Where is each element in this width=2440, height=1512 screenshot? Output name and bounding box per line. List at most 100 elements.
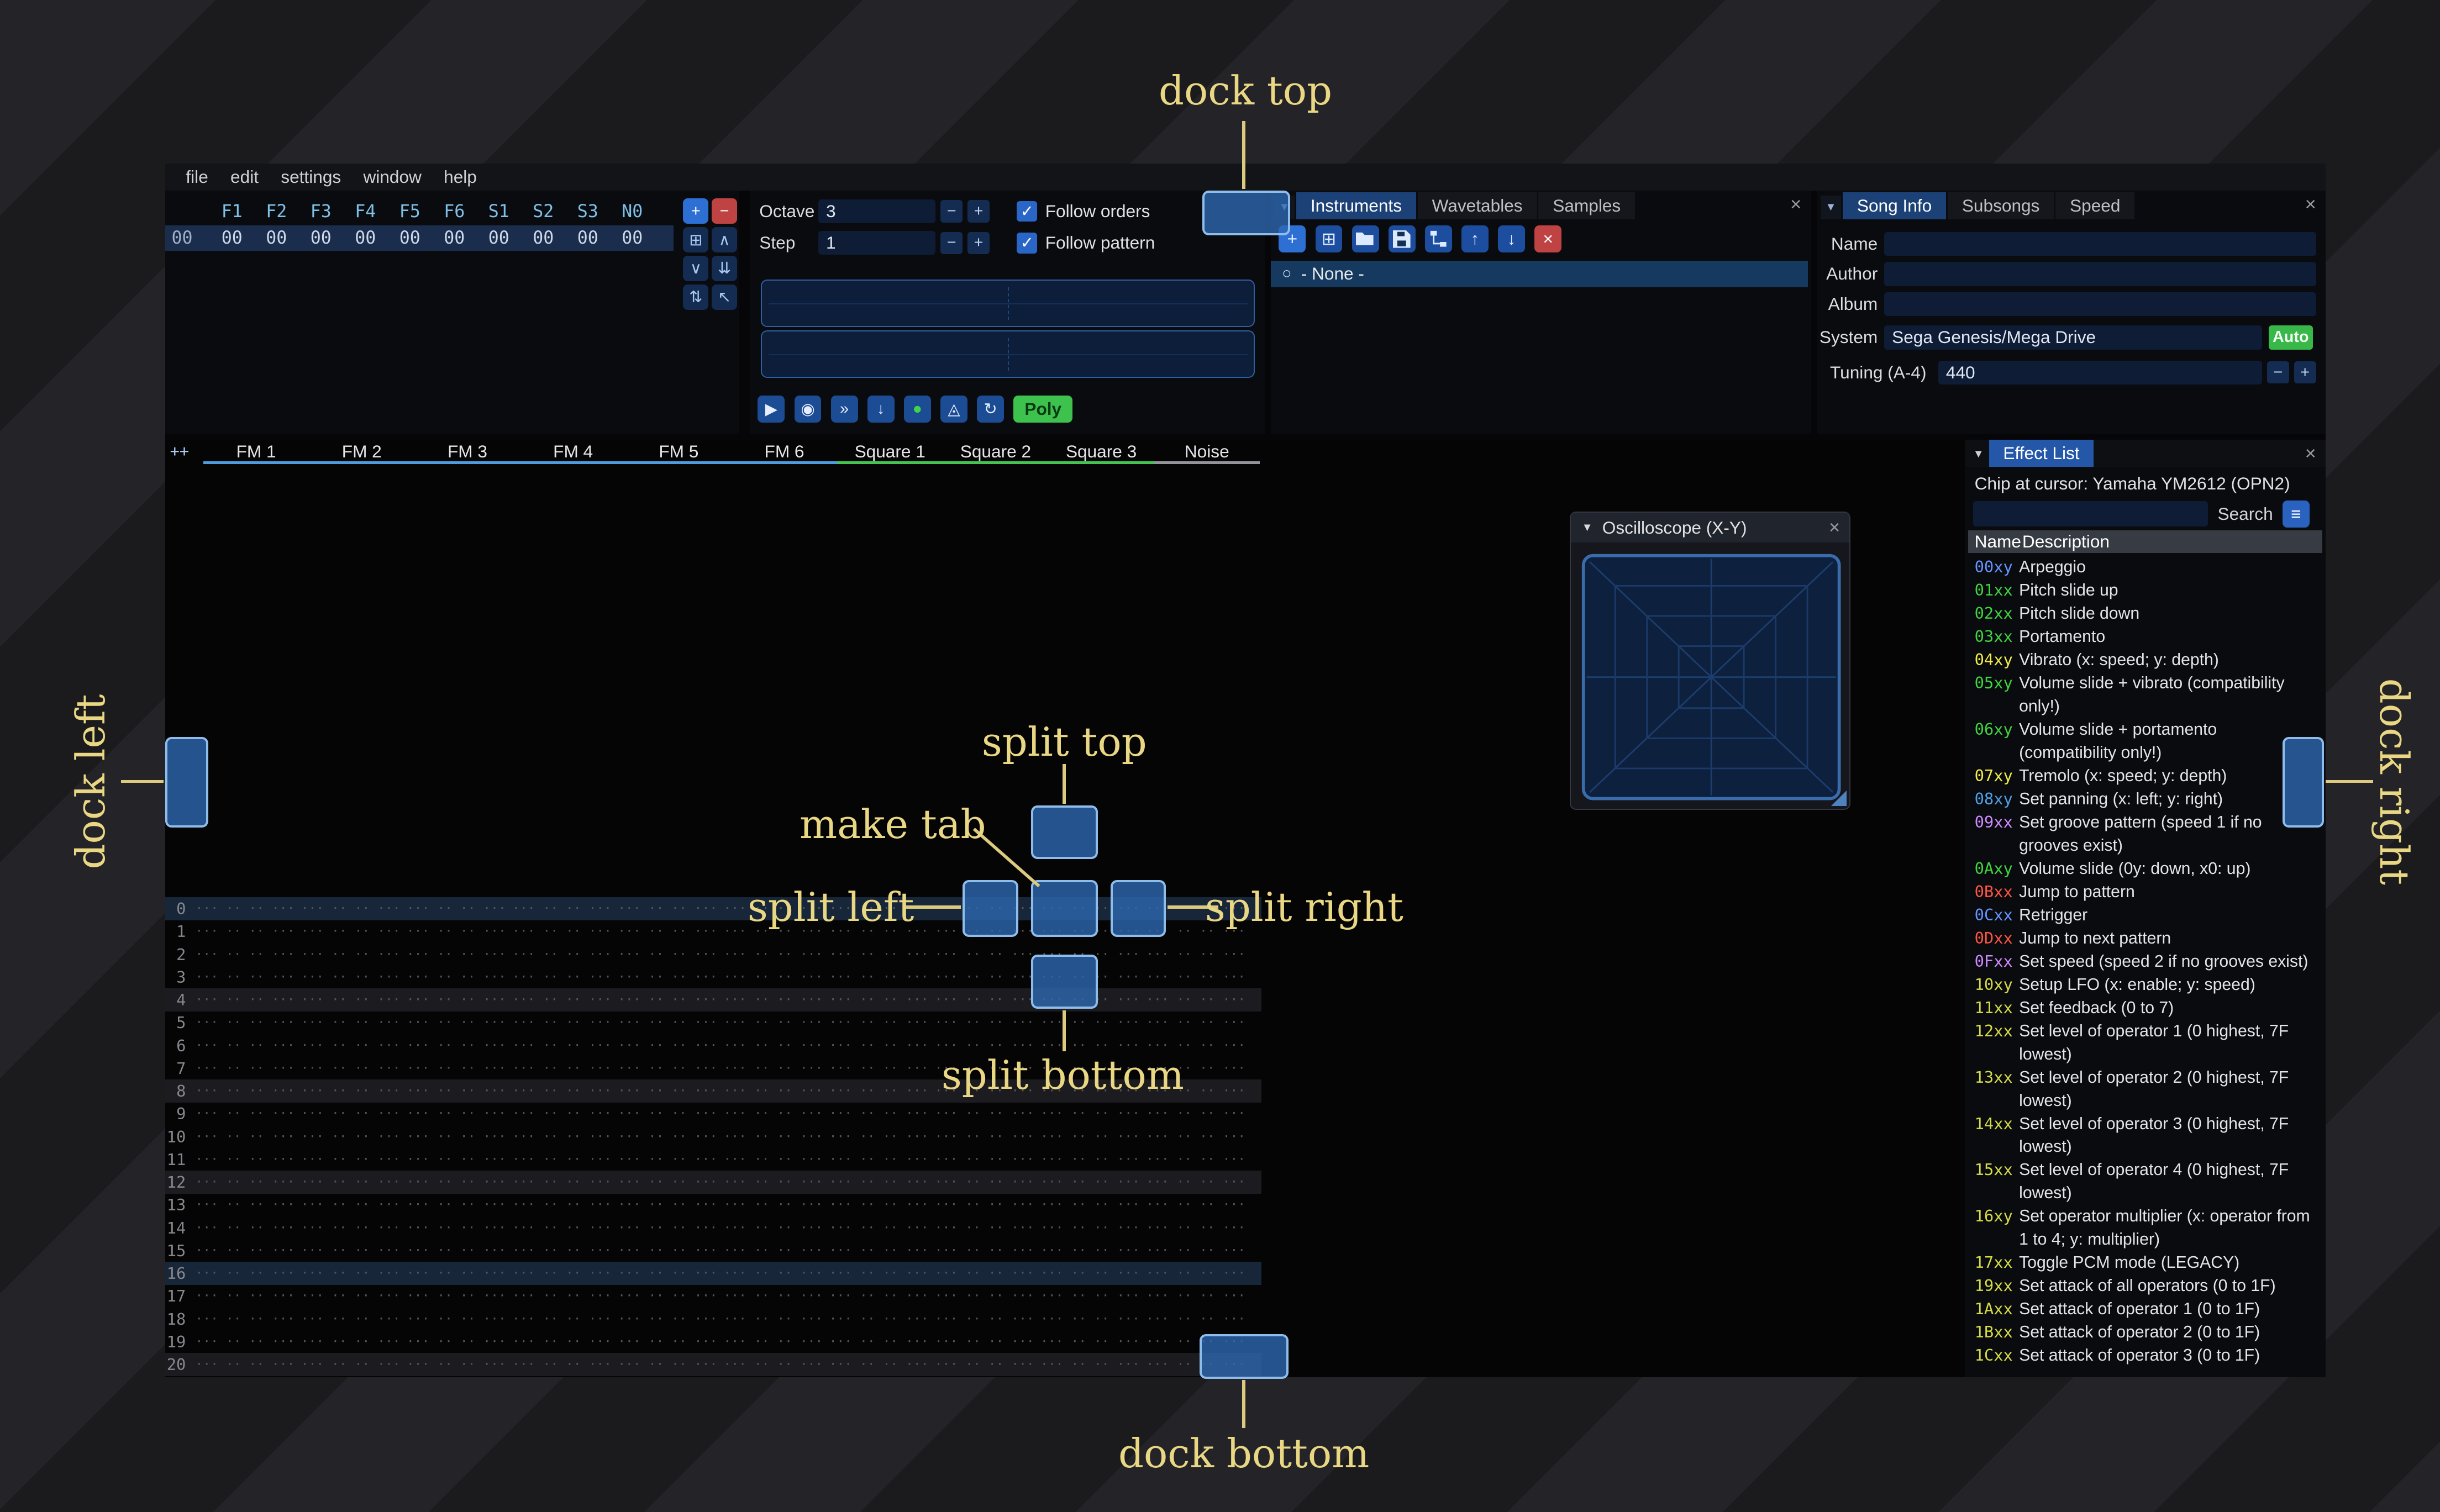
- pattern-cell[interactable]: ··· ·· ·· ···: [406, 1357, 506, 1372]
- pattern-cell[interactable]: ··· ·· ·· ···: [618, 1061, 718, 1076]
- pattern-cell[interactable]: ··· ·· ·· ···: [829, 1107, 929, 1121]
- instrument-list-item-none[interactable]: ○ - None -: [1271, 260, 1808, 288]
- pattern-cell[interactable]: ··· ·· ·· ···: [934, 1038, 1034, 1053]
- pattern-cell[interactable]: ··· ·· ·· ···: [934, 1152, 1034, 1167]
- channel-header-square-2[interactable]: Square 2: [943, 440, 1049, 464]
- poly-button[interactable]: Poly: [1013, 395, 1073, 423]
- pattern-cell[interactable]: ··· ·· ·· ···: [934, 1061, 1034, 1076]
- pattern-cell[interactable]: ··· ·· ·· ···: [301, 1357, 401, 1372]
- menu-edit[interactable]: edit: [230, 167, 259, 187]
- pattern-cell[interactable]: ··· ·· ·· ···: [512, 1220, 612, 1235]
- pattern-cell[interactable]: ··· ·· ·· ···: [618, 902, 718, 916]
- pattern-cell[interactable]: ··· ·· ·· ···: [1040, 1175, 1140, 1189]
- pattern-cell[interactable]: ··· ·· ·· ···: [512, 1357, 612, 1372]
- pattern-cell[interactable]: ··· ·· ·· ···: [1146, 947, 1246, 962]
- pattern-cell[interactable]: ··· ·· ·· ···: [1146, 1311, 1246, 1326]
- pattern-cell[interactable]: ··· ·· ·· ···: [195, 993, 295, 1007]
- pattern-cell[interactable]: ··· ·· ·· ···: [195, 1243, 295, 1258]
- step-input[interactable]: 1: [818, 231, 936, 255]
- effect-list-menu-button[interactable]: ≡: [2282, 500, 2310, 528]
- channel-header-fm-4[interactable]: FM 4: [520, 440, 626, 464]
- pattern-cell[interactable]: ··· ·· ·· ···: [406, 1107, 506, 1121]
- octave-decrease-button[interactable]: −: [940, 200, 963, 223]
- tab-speed[interactable]: Speed: [2055, 192, 2135, 219]
- pattern-cell[interactable]: ··· ·· ·· ···: [1146, 1243, 1246, 1258]
- pattern-cell[interactable]: ··· ·· ·· ···: [829, 1198, 929, 1213]
- pattern-cell[interactable]: ··· ·· ·· ···: [1040, 1220, 1140, 1235]
- pattern-cell[interactable]: ··· ·· ·· ···: [829, 1015, 929, 1030]
- pattern-cell[interactable]: ··· ·· ·· ···: [301, 1289, 401, 1304]
- pattern-cell[interactable]: ··· ·· ·· ···: [1040, 1334, 1140, 1349]
- pattern-cell[interactable]: ··· ·· ·· ···: [512, 1107, 612, 1121]
- collapse-caret-icon[interactable]: ▼: [1973, 447, 1984, 460]
- move-order-down-button[interactable]: ∨: [683, 255, 709, 281]
- move-instrument-up-button[interactable]: ↑: [1461, 225, 1489, 253]
- pattern-cell[interactable]: ··· ·· ·· ···: [195, 1061, 295, 1076]
- step-one-row-button[interactable]: ↓: [867, 395, 895, 423]
- pattern-cell[interactable]: ··· ·· ·· ···: [723, 1334, 823, 1349]
- pattern-cell[interactable]: ··· ·· ·· ···: [1146, 1289, 1246, 1304]
- pattern-cell[interactable]: ··· ·· ·· ···: [301, 1243, 401, 1258]
- pattern-cell[interactable]: ··· ·· ·· ···: [1040, 1061, 1140, 1076]
- deep-clone-order-button[interactable]: ⇊: [712, 255, 737, 281]
- pattern-cell[interactable]: ··· ·· ·· ···: [301, 1266, 401, 1281]
- pattern-cell[interactable]: ··· ·· ·· ···: [512, 1038, 612, 1053]
- pattern-cell[interactable]: ··· ·· ·· ···: [406, 947, 506, 962]
- pattern-cell[interactable]: ··· ·· ·· ···: [829, 1129, 929, 1144]
- pattern-cell[interactable]: ··· ·· ·· ···: [406, 924, 506, 939]
- pattern-cell[interactable]: ··· ·· ·· ···: [301, 1334, 401, 1349]
- channel-header-square-1[interactable]: Square 1: [837, 440, 943, 464]
- pattern-cell[interactable]: ··· ·· ·· ···: [301, 1107, 401, 1121]
- open-instrument-button[interactable]: [1352, 225, 1379, 253]
- dock-target-top[interactable]: [1202, 191, 1290, 235]
- pattern-cell[interactable]: ··· ·· ·· ···: [1146, 1038, 1246, 1053]
- pattern-cell[interactable]: ··· ·· ·· ···: [512, 1198, 612, 1213]
- pattern-cell[interactable]: ··· ·· ·· ···: [195, 1175, 295, 1189]
- pattern-cell[interactable]: ··· ·· ·· ···: [1040, 1038, 1140, 1053]
- pattern-cell[interactable]: ··· ·· ·· ···: [1040, 1311, 1140, 1326]
- pattern-cell[interactable]: ··· ·· ·· ···: [195, 970, 295, 984]
- pattern-cell[interactable]: ··· ·· ·· ···: [934, 1015, 1034, 1030]
- dock-target-left[interactable]: [165, 737, 208, 828]
- order-value-s1[interactable]: 00: [488, 228, 509, 249]
- pattern-cell[interactable]: ··· ·· ·· ···: [618, 1311, 718, 1326]
- pattern-cell[interactable]: ··· ·· ·· ···: [618, 1266, 718, 1281]
- tab-wavetables[interactable]: Wavetables: [1417, 192, 1537, 219]
- pattern-cell[interactable]: ··· ·· ·· ···: [618, 924, 718, 939]
- step-increase-button[interactable]: +: [967, 231, 990, 254]
- pattern-cell[interactable]: ··· ·· ·· ···: [301, 902, 401, 916]
- pattern-cell[interactable]: ··· ·· ·· ···: [829, 1243, 929, 1258]
- pattern-cell[interactable]: ··· ·· ·· ···: [723, 1152, 823, 1167]
- pattern-cell[interactable]: ··· ·· ·· ···: [934, 1311, 1034, 1326]
- pattern-cell[interactable]: ··· ·· ·· ···: [618, 993, 718, 1007]
- pattern-cell[interactable]: ··· ·· ·· ···: [829, 1357, 929, 1372]
- pattern-cell[interactable]: ··· ·· ·· ···: [1146, 1084, 1246, 1098]
- pattern-cell[interactable]: ··· ·· ·· ···: [512, 1084, 612, 1098]
- system-input[interactable]: Sega Genesis/Mega Drive: [1884, 325, 2262, 350]
- pattern-cell[interactable]: ··· ·· ·· ···: [723, 1220, 823, 1235]
- pattern-cell[interactable]: ··· ·· ·· ···: [512, 1152, 612, 1167]
- pattern-cell[interactable]: ··· ·· ·· ···: [618, 1152, 718, 1167]
- pattern-cell[interactable]: ··· ·· ·· ···: [301, 1311, 401, 1326]
- pattern-cell[interactable]: ··· ·· ·· ···: [195, 1220, 295, 1235]
- pattern-cell[interactable]: ··· ·· ·· ···: [301, 1084, 401, 1098]
- pattern-cell[interactable]: ··· ·· ·· ···: [618, 1129, 718, 1144]
- pattern-cell[interactable]: ··· ·· ·· ···: [406, 1015, 506, 1030]
- pattern-cell[interactable]: ··· ·· ·· ···: [723, 1311, 823, 1326]
- split-target-bottom[interactable]: [1030, 954, 1098, 1009]
- order-value-f5[interactable]: 00: [399, 228, 420, 249]
- pattern-cell[interactable]: ··· ·· ·· ···: [406, 1175, 506, 1189]
- pattern-cell[interactable]: ··· ·· ·· ···: [723, 1357, 823, 1372]
- pattern-cell[interactable]: ··· ·· ·· ···: [934, 1084, 1034, 1098]
- author-input[interactable]: [1884, 262, 2316, 286]
